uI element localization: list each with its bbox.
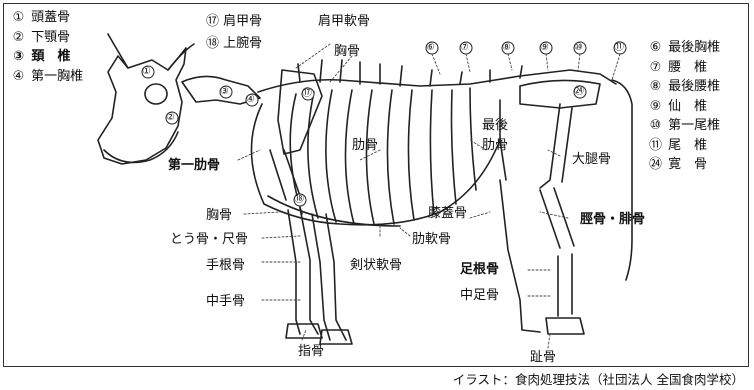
horn-left	[108, 34, 128, 68]
marker-hip: ㉔	[574, 84, 584, 99]
ribs-drawing	[290, 88, 476, 224]
illustration-credit: イラスト：食肉処理技法（社団法人 全国食肉学校）	[453, 369, 744, 388]
marker-first-caudal: ⑩	[574, 40, 583, 55]
marker-lumbar: ⑦	[460, 40, 469, 55]
marker-caudal: ⑪	[614, 40, 624, 55]
marker-first-thoracic: ④	[246, 92, 255, 107]
tail-drawing	[612, 80, 632, 280]
tibia-drawing	[540, 188, 574, 248]
label-tarsus: 足根骨	[460, 262, 499, 277]
legend-item-hip: ㉔ 寛 骨	[647, 155, 720, 175]
legend-item-lumbar: ⑦ 腰 椎	[647, 58, 720, 78]
marker-humerus: ⑱	[294, 192, 304, 207]
marker-cervical: ③	[220, 84, 229, 99]
marker-last-thoracic: ⑥	[426, 40, 435, 55]
legend-item-first-thoracic: ④ 第一胸椎	[10, 67, 83, 87]
label-radius-ulna: とう骨・尺骨	[170, 232, 248, 247]
marker-skull: ①	[142, 64, 151, 79]
label-scapula: ⑰ 肩甲骨	[206, 14, 262, 29]
spinous-processes	[298, 60, 522, 86]
label-scapular-cartilage: 肩甲軟骨	[318, 14, 370, 29]
label-sternum: 胸骨	[206, 208, 232, 223]
front-leg-far	[312, 214, 346, 340]
legend-right: ⑥ 最後胸椎 ⑦ 腰 椎 ⑧ 最後腰椎 ⑨ 仙 椎 ⑩ 第一尾椎 ⑪ 尾 椎 ㉔…	[647, 38, 720, 175]
front-hoof-far	[320, 330, 352, 344]
label-patella: 膝蓋骨	[428, 206, 467, 221]
horn-right	[168, 44, 194, 70]
label-tibia-fibula: 脛骨・腓骨	[580, 212, 645, 227]
marker-last-lumbar: ⑧	[502, 40, 511, 55]
legend-item-skull: ① 頭蓋骨	[10, 8, 83, 28]
label-humerus: ⑱ 上腕骨	[206, 36, 262, 51]
label-ribs: 肋骨	[352, 138, 378, 153]
legend-item-sacrum: ⑨ 仙 椎	[647, 97, 720, 117]
label-sternum-top: 胸骨	[334, 44, 360, 59]
legend-item-last-lumbar: ⑧ 最後腰椎	[647, 77, 720, 97]
legend-left: ① 頭蓋骨 ② 下顎骨 ③ 頚 椎 ④ 第一胸椎	[10, 8, 83, 86]
label-first-rib: 第一肋骨	[168, 158, 220, 173]
femur-drawing	[540, 104, 572, 188]
hind-toe-drawing	[546, 318, 584, 334]
label-femur: 大腿骨	[572, 152, 611, 167]
label-phalanges: 指骨	[298, 344, 324, 359]
marker-sacrum: ⑨	[540, 40, 549, 55]
metatarsus-drawing	[558, 254, 572, 316]
eye-orbit	[145, 84, 167, 104]
label-costal-cartilage: 肋軟骨	[412, 232, 451, 247]
label-xiphoid: 剣状軟骨	[350, 258, 402, 273]
legend-item-caudal: ⑪ 尾 椎	[647, 136, 720, 156]
hind-leg-rear	[500, 180, 540, 332]
marker-scapula: ⑰	[302, 86, 312, 101]
legend-item-cervical: ③ 頚 椎	[10, 47, 83, 67]
label-metacarpus: 中手骨	[206, 294, 245, 309]
label-toes: 趾骨	[530, 350, 556, 365]
label-last-rib-1: 最後	[482, 118, 508, 133]
label-carpus: 手根骨	[206, 258, 245, 273]
label-last-rib-2: 肋骨	[482, 138, 508, 153]
marker-mandible: ②	[166, 110, 175, 125]
legend-item-mandible: ② 下顎骨	[10, 28, 83, 48]
legend-item-last-thoracic: ⑥ 最後胸椎	[647, 38, 720, 58]
label-metatarsus: 中足骨	[460, 288, 499, 303]
legend-item-first-caudal: ⑩ 第一尾椎	[647, 116, 720, 136]
